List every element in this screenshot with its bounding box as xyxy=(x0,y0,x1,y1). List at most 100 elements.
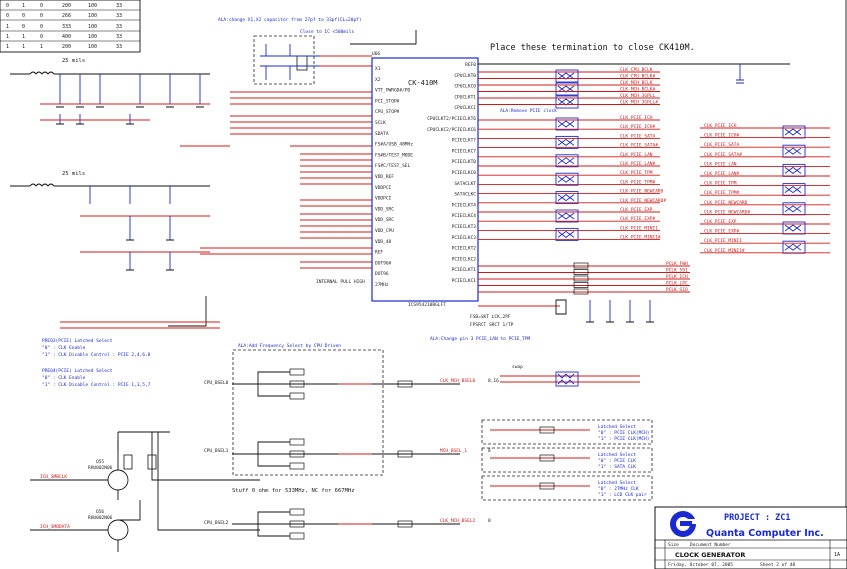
cpu-clock-net: CLK_MCH_3GPLL xyxy=(620,93,656,99)
latch-notes: PREQ3(PCIE) Latched Select "0" : CLK Ena… xyxy=(42,338,151,388)
tt-r0c1: 1 xyxy=(22,3,25,9)
note-freq: FSB=SKT LCK,2PF xyxy=(470,314,511,320)
pcie-clock-net-right: CLK_PCIE_LAN# xyxy=(704,171,740,177)
ic-right-pin-label: PCIECLKT7 xyxy=(452,138,477,144)
pcie-clock-net: CLK_PCIE_LAN xyxy=(620,152,653,158)
preq3-disable: "1" : CLK Disable Control : PCIE 2,4,6,8 xyxy=(42,352,151,358)
preq4-title: PREQ4(PCIE) Latched Select xyxy=(42,368,113,374)
note-25mils-mid: 25 mils xyxy=(62,171,85,177)
note-freq-stop: FPSRCT SRCT 1/TP xyxy=(470,322,514,328)
resistor-pack xyxy=(555,135,579,149)
tt-r0c0: 0 xyxy=(6,3,9,9)
ic-left-pin-label: FS#A/USB_48MHz xyxy=(375,142,413,148)
ic-right-pin-label: CPUCLKC1 xyxy=(454,105,476,111)
note-capacitor-change: ALA:change X1,X2 capacitor from 27pf to … xyxy=(218,17,362,23)
pcie-clock-net-right: CLK_PCIE_MINI1# xyxy=(704,248,745,254)
pcie-clock-net: CLK_PCIE_ICH# xyxy=(620,124,656,130)
note-freq-select: ALA:Add Frequency Select by CPU Driven xyxy=(238,343,341,349)
ic-right-pin-label: CPUCLKC0 xyxy=(454,84,476,90)
pcie-clock-outputs: CLK_PCIE_ICHCLK_PCIE_ICHCLK_PCIE_ICH#CLK… xyxy=(478,115,830,254)
q56-net: ICH_SMBDATA xyxy=(40,524,70,530)
cpu-clock-net: CLK_CPU_BCLK# xyxy=(620,74,656,80)
tt-r1c4: 100 xyxy=(88,13,97,19)
cpu-clock-outputs: CLK_CPU_BCLKCLK_CPU_BCLK#CLK_MCH_BCLKCLK… xyxy=(478,67,660,109)
resistor-pack xyxy=(555,82,579,96)
resistor-pack xyxy=(555,209,579,223)
q55-ref: Q55 xyxy=(96,459,104,465)
company-logo xyxy=(670,511,697,537)
tt-r3c4: 100 xyxy=(88,34,97,40)
note-internal-pull: INTERNAL PULL HIGH xyxy=(316,279,365,285)
pcie-clock-net-right: CLK_PCIE_SATA# xyxy=(704,152,742,158)
q56-transistor xyxy=(107,519,129,541)
ic-right-pin-label: CPUCLKC2/PCIECLKC6 xyxy=(427,127,476,133)
latch-box-option-b: "1" : SATA CLK xyxy=(598,464,636,470)
size-label: Size xyxy=(668,542,679,548)
tt-r2c4: 100 xyxy=(88,24,97,30)
pcie-clock-net: CLK_PCIE_TPM# xyxy=(620,179,656,185)
pcie-clock-net: CLK_PCIE_NEWCARD xyxy=(620,189,664,195)
resistor-pack xyxy=(555,95,579,109)
ic-bottom-caps xyxy=(478,299,654,323)
q55-transistor xyxy=(107,469,129,491)
note-stuff: Stuff 0 ohm for 533MHz, NC for 667MHz xyxy=(232,488,355,494)
tt-r4c3: 200 xyxy=(62,44,71,50)
tt-r4c5: 33 xyxy=(116,44,122,50)
latch-box-option-a: "0" : PCIE CLK(MCH) xyxy=(598,430,649,436)
pcie-clock-net: CLK_PCIE_TPM xyxy=(620,170,653,176)
latch-box-option-a: "0" : PCIE CLK xyxy=(598,458,636,464)
pcie-clock-net: CLK_PCIE_EXP# xyxy=(620,216,656,222)
ic-right-pin-label: PCIECLKT1 xyxy=(452,267,477,273)
ic-left-pin-label: FS#C/TEST_SEL xyxy=(375,163,411,169)
latch-box-option-b: "1" : PCIE CLK(MCH) xyxy=(598,436,649,442)
crystal-circuit xyxy=(253,30,417,85)
ic-right-pin-label: CPUCLKT1 xyxy=(454,94,476,100)
project-name: PROJECT : ZC1 xyxy=(724,513,791,523)
freq-output-page: 8 xyxy=(488,448,491,454)
power-filter-mid xyxy=(10,183,210,271)
tt-r0c2: 0 xyxy=(40,3,43,9)
ic-right-pin-label: SATACLKC xyxy=(454,192,476,198)
ic-left-pin-label: VDDPCI xyxy=(375,196,392,202)
ic-left-pin-label: X2 xyxy=(375,77,381,83)
note-close-to-ic: Close to IC <500mils xyxy=(300,29,354,35)
resistor-pack xyxy=(555,117,579,131)
ic-right-pin-label: PCIECLKT3 xyxy=(452,224,477,230)
ic-right-pin-label: PCIECLKT0 xyxy=(452,159,477,165)
sheet-number: Sheet 2 of 48 xyxy=(760,562,796,568)
ic-left-pin-label: VDD_48 xyxy=(375,239,392,245)
ic-right-pin-label: PCIECLKC3 xyxy=(452,235,477,241)
pcie-clock-net: CLK_PCIE_SATA xyxy=(620,133,656,139)
latch-box-title: Latched Select xyxy=(598,452,636,458)
pcie-clock-net: CLK_PCIE_LAN# xyxy=(620,161,656,167)
ic-right-pin-label: PCIECLKC0 xyxy=(452,170,477,176)
preq3-title: PREQ3(PCIE) Latched Select xyxy=(42,338,113,344)
pcie-clock-net: CLK_PCIE_NEWCARD# xyxy=(620,198,666,204)
ic-right-pin-label: PCIECLKC7 xyxy=(452,148,477,154)
cpu-clock-net: CLK_MCH_3GPLL# xyxy=(620,100,658,106)
doc-label: Document Number xyxy=(690,542,731,548)
ic-left-pin-label: VTT_PWRGD#/PD xyxy=(375,88,411,94)
ic-part: ICS954210BGLFT xyxy=(408,302,446,308)
pcie-clock-net: CLK_PCIE_MINI1# xyxy=(620,235,661,241)
pcie-clock-net-right: CLK_PCIE_SATA xyxy=(704,142,740,148)
resistor-pack xyxy=(555,191,579,205)
tt-r2c2: 0 xyxy=(40,24,43,30)
ic-left-pin-label: REF xyxy=(375,250,383,256)
q55-part: RHU002N06 xyxy=(88,465,113,471)
tt-r2c5: 33 xyxy=(116,24,122,30)
ic-right-pin-label: CPUCLKT2/PCIECLKT6 xyxy=(427,116,476,122)
freq-output-page: 8,16 xyxy=(488,378,499,384)
freq-output-net: CLK_MCH_BSEL2 xyxy=(440,518,476,524)
tt-r0c4: 100 xyxy=(88,3,97,9)
pcie-clock-net: CLK_PCIE_ICH xyxy=(620,115,653,121)
ic-left-nets xyxy=(180,91,372,269)
pcie-clock-net: CLK_PCIE_EXP xyxy=(620,207,653,213)
preq4-disable: "1" : CLK Disable Control : PCIE 1,3,5,7 xyxy=(42,382,151,388)
pcie-clock-net-right: CLK_PCIE_LAN xyxy=(704,161,737,167)
ic-left-pin-label: VDD_SRC xyxy=(375,217,394,223)
q56-ref: Q56 xyxy=(96,509,104,515)
ic-right-pin-label: SATACLKT xyxy=(454,181,476,187)
